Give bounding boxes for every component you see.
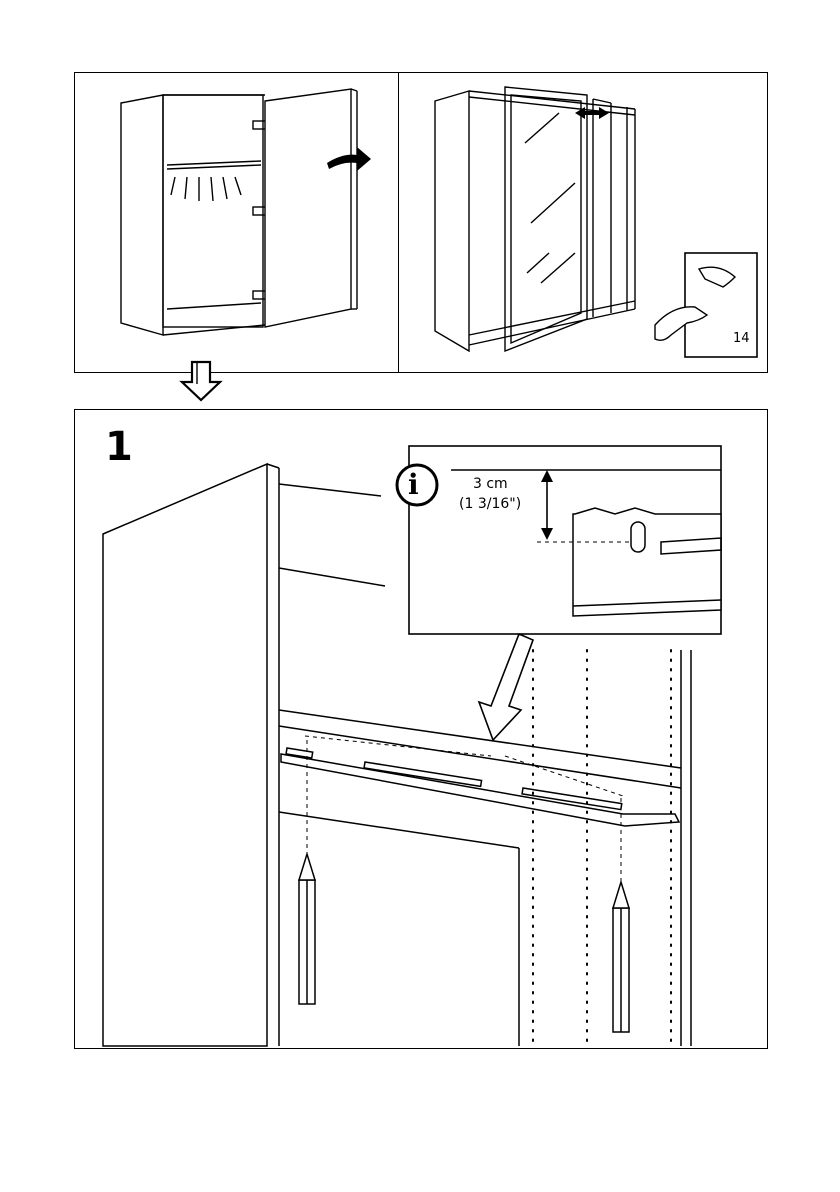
- rail-marking-illustration: [75, 410, 766, 1047]
- sliding-doors-illustration: [399, 73, 766, 371]
- panel-step-1: 1: [74, 409, 768, 1049]
- down-arrow-icon: [178, 360, 224, 402]
- measurement-metric: 3 cm: [473, 476, 508, 492]
- info-icon: i: [408, 468, 419, 501]
- page-reference-number: 14: [733, 331, 750, 346]
- panel-remove-hinged-door: [74, 72, 400, 373]
- panel-sliding-doors: 14: [398, 72, 768, 373]
- measurement-imperial: (1 3/16"): [459, 496, 521, 512]
- hinged-door-cabinet-illustration: [75, 73, 398, 371]
